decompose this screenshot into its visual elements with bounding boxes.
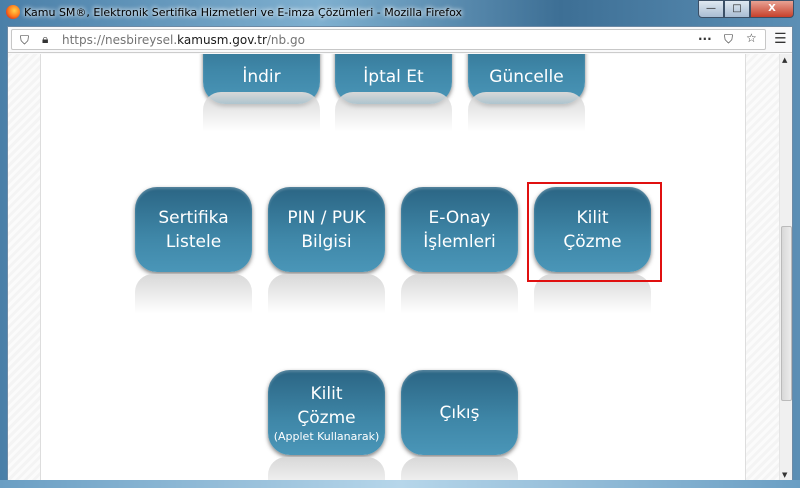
button-reflection [401,274,518,314]
button-label: İptal Et [363,66,424,87]
button-label: E-Onay [428,207,491,228]
pocket-icon[interactable]: ⛉ [724,32,734,46]
window-border [0,480,800,488]
more-icon[interactable]: ··· [698,32,712,46]
highlight-box [527,182,662,282]
button-reflection [135,274,252,314]
pin-puk-bilgisi-button[interactable]: PIN / PUK Bilgisi [268,187,385,272]
browser-window: ⛉ 🔒︎ https://nesbireysel.kamusm.gov.tr/n… [7,26,793,481]
lock-icon[interactable]: 🔒︎ [42,32,49,46]
minimize-button[interactable]: — [698,0,724,18]
button-reflection [268,457,385,481]
button-label: Bilgisi [301,231,352,252]
button-label: Kilit [576,207,609,228]
button-reflection [203,92,320,132]
button-reflection [268,274,385,314]
cikis-button[interactable]: Çıkış [401,370,518,455]
scrollbar-thumb[interactable] [781,226,792,401]
button-label: Çözme [563,231,622,252]
button-label: Çözme [297,408,356,428]
button-label: PIN / PUK [287,207,366,228]
shield-icon[interactable]: ⛉ [20,33,30,47]
title-bar: Kamu SM®, Elektronik Sertifika Hizmetler… [0,0,800,26]
button-reflection [468,92,585,132]
button-label: Güncelle [489,66,564,87]
scroll-up-icon[interactable]: ▲ [782,56,788,64]
button-label: Sertifika [158,207,229,228]
close-button[interactable]: X [750,0,794,18]
star-icon[interactable]: ☆ [746,31,757,45]
firefox-logo-icon [6,5,20,19]
url-bar[interactable]: ⛉ 🔒︎ https://nesbireysel.kamusm.gov.tr/n… [11,29,766,50]
nav-bar: ⛉ 🔒︎ https://nesbireysel.kamusm.gov.tr/n… [8,27,792,53]
button-reflection [335,92,452,132]
button-label: Çıkış [439,402,480,423]
url-prefix: https://nesbireysel. [62,33,178,47]
maximize-button[interactable]: □ [724,0,750,18]
button-label: İşlemleri [423,231,496,252]
menu-icon[interactable]: ☰ [774,31,787,47]
button-sublabel: (Applet Kullanarak) [273,430,380,443]
button-reflection [401,457,518,481]
vertical-scrollbar[interactable]: ▲ ▼ [779,54,792,481]
url-text[interactable]: https://nesbireysel.kamusm.gov.tr/nb.go [62,33,305,47]
url-path: /nb.go [266,33,305,47]
button-label: İndir [242,66,281,87]
window-title: Kamu SM®, Elektronik Sertifika Hizmetler… [24,6,463,19]
url-domain: kamusm.gov.tr [177,33,267,47]
button-label: Kilit [310,384,343,404]
button-label: Listele [165,231,222,252]
scroll-down-icon[interactable]: ▼ [782,471,788,479]
